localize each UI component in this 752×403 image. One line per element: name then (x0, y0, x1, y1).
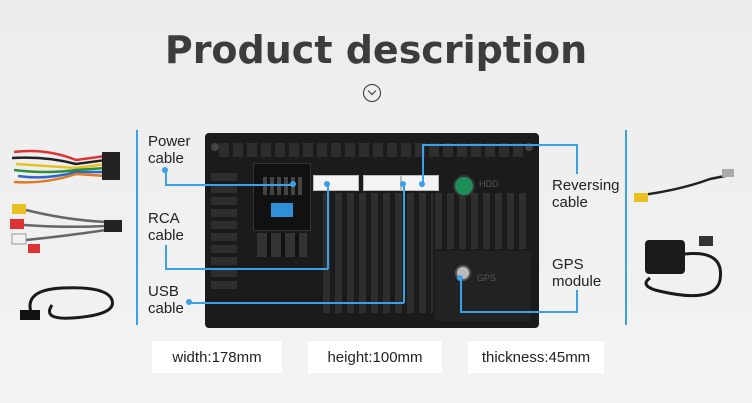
power-callout-line-h (165, 184, 293, 186)
usb-callout-line-h (190, 302, 404, 304)
rca-label-line2: cable (148, 227, 184, 244)
gps-label-line2: module (552, 273, 602, 290)
rca-label-line1: RCA (148, 210, 180, 227)
usb-cable-image (20, 286, 114, 320)
usb-label-line1: USB (148, 283, 179, 300)
power-callout-dot (162, 167, 168, 173)
right-divider (625, 130, 627, 325)
reversing-label-line1: Reversing (552, 177, 620, 194)
reversing-cable-image (634, 169, 734, 202)
gps-callout-end (457, 275, 463, 281)
gps-text: GPS (477, 273, 497, 283)
rca-callout-line-h (165, 268, 328, 270)
usb-label-line2: cable (148, 300, 184, 317)
left-divider (136, 130, 138, 325)
gps-label-line1: GPS (552, 256, 584, 273)
power-label-line2: cable (148, 150, 184, 167)
thickness-dimension: thickness:45mm (468, 341, 604, 373)
gps-module-label: GPS module (552, 256, 601, 290)
gps-module-image (644, 236, 723, 298)
rca-cable-image (10, 204, 122, 253)
power-callout-end (290, 181, 296, 187)
reversing-cable-label: Reversing cable (552, 177, 620, 211)
rca-callout-line (165, 245, 167, 269)
usb-callout-end (400, 181, 406, 187)
usb-callout-dot (186, 299, 192, 305)
power-label-line1: Power (148, 133, 191, 150)
rca-callout-end (324, 181, 330, 187)
reversing-label-line2: cable (552, 194, 588, 211)
head-unit-back-panel: HDD GPS (205, 133, 539, 328)
height-dimension: height:100mm (308, 341, 442, 373)
gps-callout-line-v (460, 278, 462, 312)
power-cable-label: Power cable (148, 133, 191, 167)
reversing-callout-line-v2 (576, 144, 578, 174)
gps-callout-line-v2 (576, 290, 578, 313)
page-title: Product description (164, 28, 588, 72)
rca-cable-label: RCA cable (148, 210, 184, 244)
power-callout-line (165, 170, 167, 185)
reversing-callout-end (419, 181, 425, 187)
reversing-callout-line-h (422, 144, 576, 146)
gps-callout-line-h (460, 311, 578, 313)
usb-callout-line-v (403, 185, 405, 303)
power-harness-image (11, 149, 120, 184)
chevron-down-icon[interactable] (363, 84, 381, 102)
hdd-text: HDD (479, 179, 499, 189)
rca-callout-line-v (327, 185, 329, 269)
reversing-callout-line-v (422, 144, 424, 184)
width-dimension: width:178mm (152, 341, 282, 373)
usb-cable-label: USB cable (148, 283, 184, 317)
